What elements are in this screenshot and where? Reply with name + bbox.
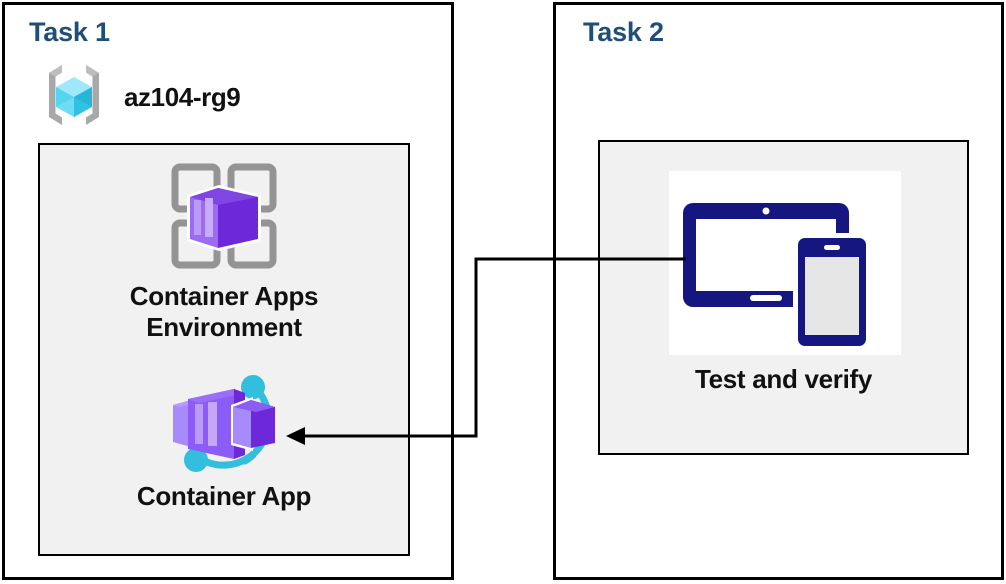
devices-test-icon [669, 203, 901, 359]
resource-group-icon [36, 57, 112, 138]
container-apps-environment-icon [40, 159, 408, 277]
label-line-1: Container Apps [129, 281, 319, 311]
task-1-title: Task 1 [29, 17, 110, 47]
node-container-app: Container App [40, 367, 408, 512]
node-container-apps-environment: Container Apps Environment [40, 159, 408, 342]
task-2-title: Task 2 [583, 17, 664, 47]
resource-group-row: az104-rg9 [36, 57, 241, 138]
label-line-1: Test and verify [694, 364, 873, 394]
container-apps-environment-label: Container Apps Environment [40, 281, 408, 342]
container-app-label: Container App [40, 481, 408, 512]
label-line-2: Environment [146, 311, 302, 342]
container-app-icon [40, 367, 408, 477]
test-icon-plate [669, 171, 901, 355]
resource-group-label: az104-rg9 [124, 82, 241, 112]
test-and-verify-label: Test and verify [600, 364, 967, 395]
label-line-1: Container App [136, 481, 312, 511]
test-and-verify-box: Test and verify [598, 140, 969, 455]
container-apps-environment-box: Container Apps Environment [38, 143, 410, 556]
